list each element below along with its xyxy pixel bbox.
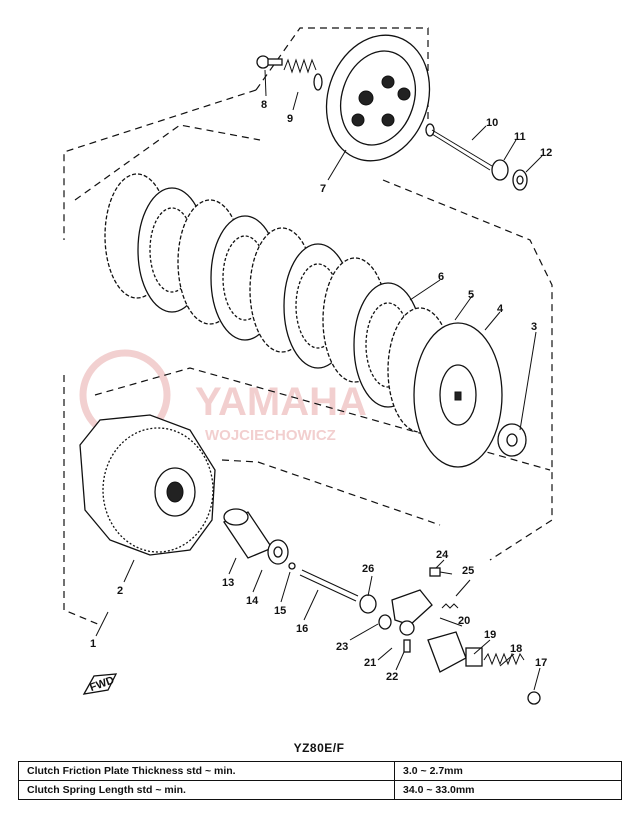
push-lever-assembly — [359, 567, 541, 705]
part-number: 20 — [458, 615, 470, 627]
part-number: 21 — [364, 657, 376, 669]
part-number: 7 — [320, 183, 326, 195]
part-number-labels: 1 2 3 4 5 6 7 8 9 10 11 12 13 14 15 16 1… — [90, 99, 552, 683]
part-number: 9 — [287, 113, 293, 125]
part-number: 5 — [468, 289, 474, 301]
part-number: 17 — [535, 657, 547, 669]
spec-value: 3.0 ~ 2.7mm — [394, 761, 622, 781]
leader-lines — [95, 69, 543, 691]
part-number: 2 — [117, 585, 123, 597]
table-row: Clutch Spring Length std ~ min. 34.0 ~ 3… — [18, 780, 622, 800]
part-number: 22 — [386, 671, 398, 683]
table-row: Clutch Friction Plate Thickness std ~ mi… — [18, 761, 622, 781]
part-number: 6 — [438, 271, 444, 283]
part-number: 3 — [531, 321, 537, 333]
part-number: 23 — [336, 641, 348, 653]
clutch-housing — [79, 414, 216, 556]
part-number: 26 — [362, 563, 374, 575]
fwd-arrow: FWD — [82, 673, 118, 695]
part-number: 12 — [540, 147, 552, 159]
clutch-boss — [413, 322, 527, 468]
part-number: 15 — [274, 605, 286, 617]
spacer-parts — [223, 508, 359, 602]
spec-table: Clutch Friction Plate Thickness std ~ mi… — [18, 761, 622, 800]
spec-value: 34.0 ~ 33.0mm — [394, 780, 622, 800]
pressure-plate — [325, 34, 431, 162]
model-designation: YZ80E/F — [293, 741, 345, 755]
part-number: 18 — [510, 643, 522, 655]
spec-label: Clutch Friction Plate Thickness std ~ mi… — [18, 761, 395, 781]
part-number: 10 — [486, 117, 498, 129]
spec-label: Clutch Spring Length std ~ min. — [18, 780, 395, 800]
part-number: 19 — [484, 629, 496, 641]
watermark-subtitle: WOJCIECHOWICZ — [205, 427, 336, 444]
bolt-and-spring — [256, 55, 323, 91]
part-number: 24 — [436, 549, 449, 561]
clutch-plate-stack — [104, 173, 453, 433]
part-number: 1 — [90, 638, 96, 650]
part-number: 14 — [246, 595, 259, 607]
part-number: 16 — [296, 623, 308, 635]
part-number: 4 — [497, 303, 504, 315]
part-number: 11 — [514, 131, 526, 143]
part-number: 25 — [462, 565, 474, 577]
exploded-clutch-diagram: YAMAHA WOJCIECHOWICZ — [63, 27, 553, 705]
part-number: 8 — [261, 99, 267, 111]
part-number: 13 — [222, 577, 234, 589]
watermark-brand: YAMAHA — [195, 380, 367, 424]
push-rod-assembly — [425, 123, 528, 191]
